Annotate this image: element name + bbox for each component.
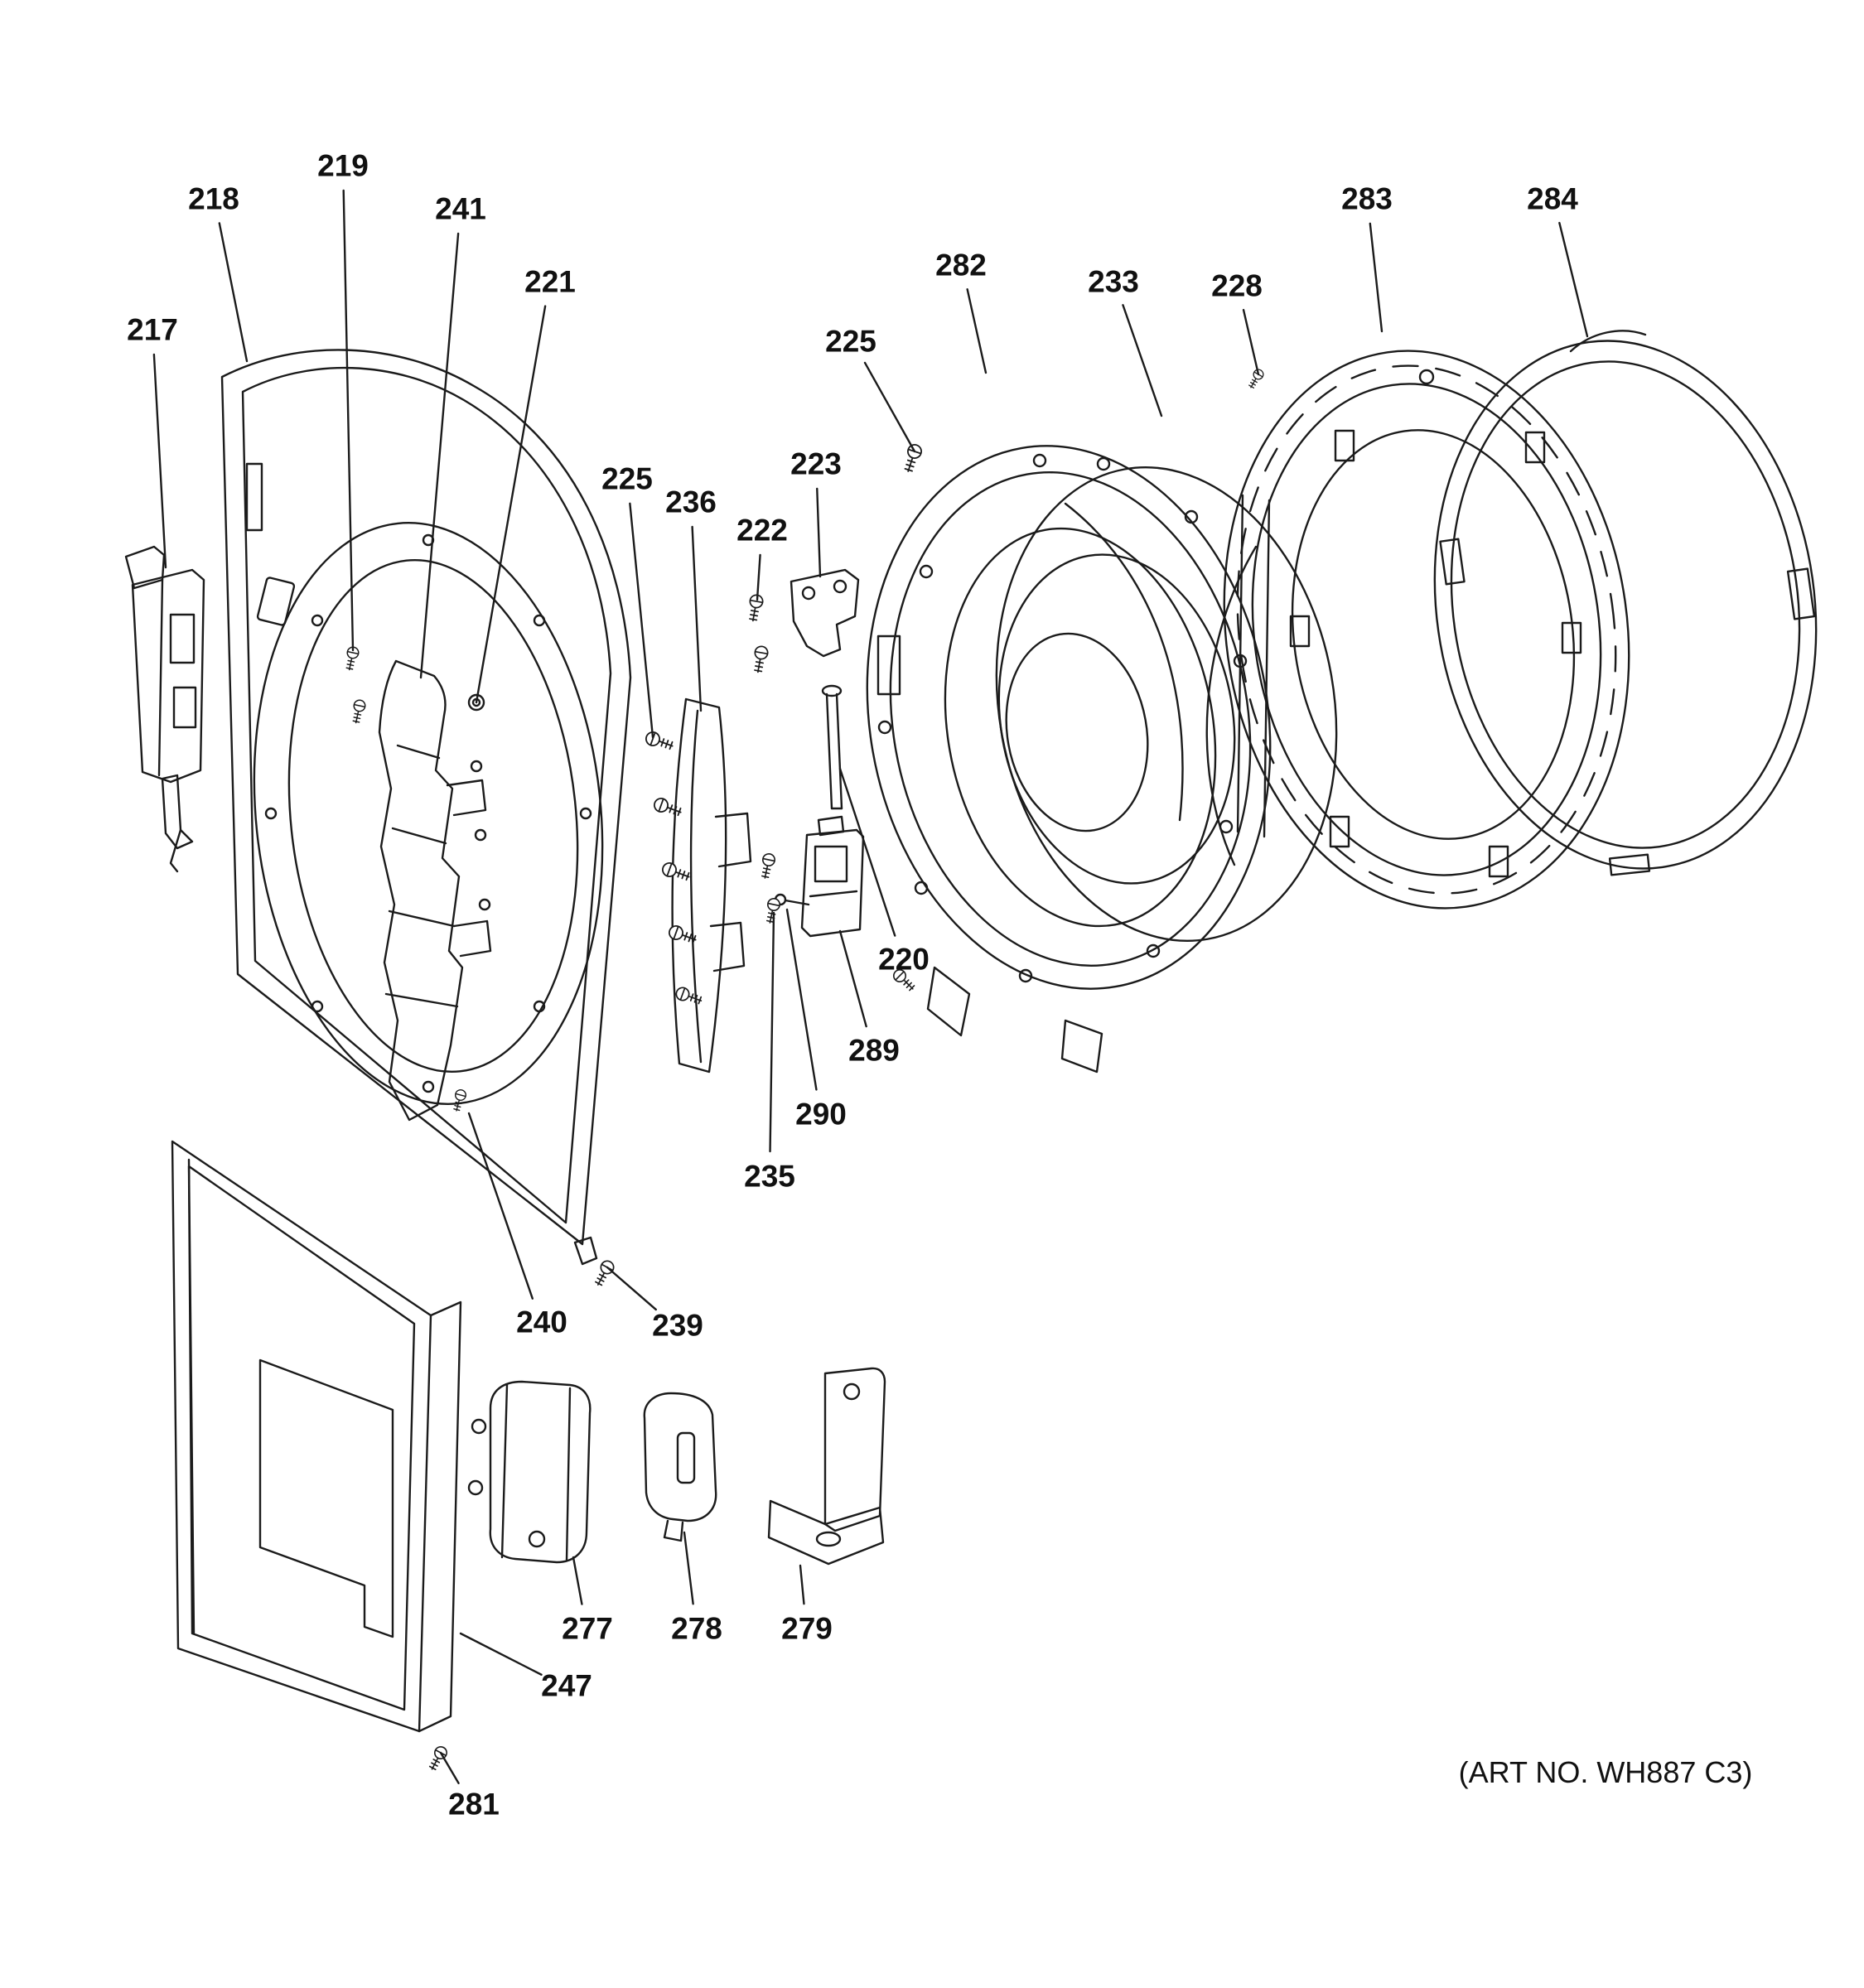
- screws-222: [746, 593, 770, 674]
- callout-label-279: 279: [781, 1612, 833, 1646]
- callout-label-222: 222: [736, 514, 788, 548]
- callout-line-278: [683, 1531, 694, 1605]
- callout-label-278: 278: [671, 1612, 722, 1646]
- callout-label-217: 217: [127, 313, 178, 347]
- callout-label-233: 233: [1088, 265, 1139, 299]
- callout-label-241: 241: [435, 192, 486, 226]
- callout-label-247: 247: [541, 1669, 592, 1703]
- hinge-pin-220: [821, 684, 843, 810]
- bracket-279: [767, 1367, 886, 1566]
- outer-door-ring-284: [1433, 330, 1818, 876]
- callout-label-282: 282: [935, 248, 987, 282]
- callout-line-235: [769, 911, 775, 1153]
- lower-access-panel-247: [171, 1140, 462, 1773]
- callout-line-225: [863, 361, 916, 453]
- callout-line-217: [152, 353, 167, 569]
- bracket-277: [467, 1380, 592, 1564]
- callout-line-222: [756, 553, 761, 601]
- callout-label-219: 219: [317, 149, 369, 183]
- callout-label-281: 281: [448, 1788, 500, 1822]
- callout-line-240: [467, 1112, 534, 1300]
- callout-label-290: 290: [795, 1098, 847, 1132]
- art-number: (ART NO. WH887 C3): [1459, 1755, 1753, 1789]
- callout-label-228: 228: [1211, 269, 1263, 303]
- mounting-strip-236: [643, 697, 752, 1074]
- screws-235: [758, 852, 782, 925]
- callout-line-281: [439, 1751, 460, 1784]
- callout-line-247: [459, 1632, 543, 1676]
- callout-line-218: [218, 222, 249, 363]
- callout-line-223: [816, 487, 822, 578]
- door-glass-233: [995, 466, 1338, 942]
- door-frame-282: [866, 442, 1272, 1074]
- callout-layer: 217 218 219 241 221 225 282 233 228 283 284 225 236 2…: [127, 149, 1589, 1822]
- callout-line-283: [1369, 222, 1384, 333]
- callout-line-236: [691, 525, 703, 712]
- callout-label-218: 218: [188, 182, 239, 216]
- callout-line-225: [629, 502, 654, 739]
- callout-label-277: 277: [562, 1612, 613, 1646]
- callout-label-240: 240: [516, 1305, 567, 1339]
- front-panel-218: [220, 349, 632, 1289]
- callout-line-241: [419, 232, 460, 679]
- door-lock-assembly-217: [124, 545, 205, 873]
- hinge-receiver-289: [800, 815, 865, 938]
- callout-line-279: [799, 1564, 805, 1605]
- callout-line-277: [572, 1556, 583, 1605]
- callout-label-235: 235: [744, 1160, 795, 1194]
- callout-label-283: 283: [1341, 182, 1393, 216]
- callout-label-225: 225: [601, 462, 653, 496]
- callout-label-239: 239: [652, 1309, 703, 1343]
- callout-line-219: [342, 189, 355, 652]
- callout-label-223: 223: [790, 447, 842, 481]
- callout-line-282: [966, 288, 988, 374]
- screw-228: [1246, 367, 1266, 391]
- callout-line-289: [838, 929, 867, 1028]
- callout-line-233: [1122, 304, 1163, 417]
- door-ring-283: [1223, 350, 1630, 910]
- cover-278: [643, 1392, 717, 1542]
- callout-line-290: [785, 908, 818, 1091]
- callout-label-220: 220: [878, 943, 930, 977]
- callout-line-220: [838, 767, 896, 937]
- callout-label-236: 236: [665, 485, 717, 519]
- callout-line-239: [606, 1266, 657, 1311]
- callout-line-221: [475, 305, 547, 704]
- hinge-trim-240-241: [378, 659, 492, 1122]
- callout-label-289: 289: [848, 1034, 900, 1068]
- callout-label-284: 284: [1527, 182, 1578, 216]
- callout-line-228: [1242, 308, 1260, 376]
- callout-line-284: [1558, 221, 1589, 338]
- hinge-bracket-223: [790, 568, 860, 658]
- callout-label-225: 225: [825, 325, 876, 359]
- callout-label-221: 221: [524, 265, 576, 299]
